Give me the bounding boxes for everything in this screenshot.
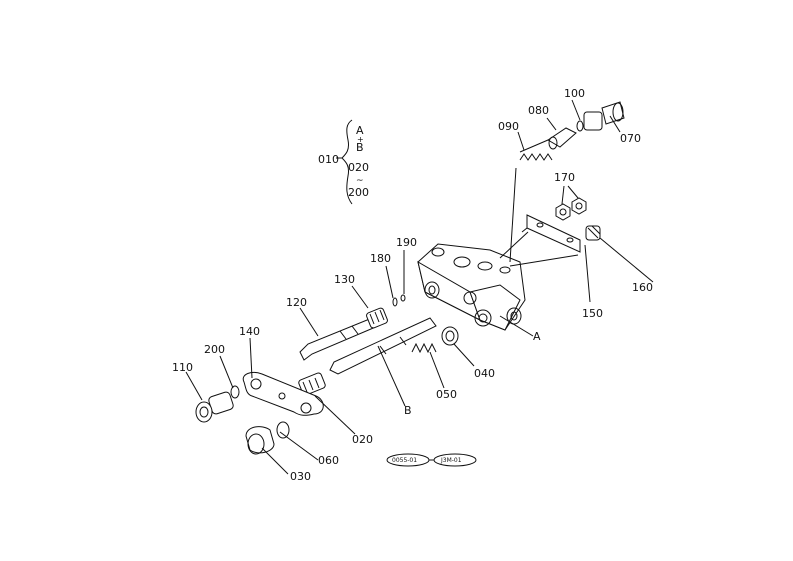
label-080: 080 xyxy=(528,104,549,117)
label-180: 180 xyxy=(370,252,391,265)
label-200: 200 xyxy=(204,343,225,356)
label-110: 110 xyxy=(172,361,193,374)
leader-lines xyxy=(185,99,654,475)
label-030: 030 xyxy=(290,470,311,483)
bracket-a: A xyxy=(356,124,364,137)
o-ring-200 xyxy=(230,385,240,399)
label-100: 100 xyxy=(564,87,585,100)
bracket-tilde: ~ xyxy=(356,176,364,186)
label-040: 040 xyxy=(474,367,495,380)
label-170: 170 xyxy=(554,171,575,184)
spring-130 xyxy=(366,307,388,329)
label-160: 160 xyxy=(632,281,653,294)
screw-160 xyxy=(585,225,601,241)
washers-180-190 xyxy=(392,294,406,307)
label-130: 130 xyxy=(334,273,355,286)
label-020: 020 xyxy=(352,433,373,446)
spool-b xyxy=(329,317,437,375)
label-120: 120 xyxy=(286,296,307,309)
o-ring-060 xyxy=(276,421,290,439)
footer-reference: 0055-01 J3M-01 xyxy=(386,453,477,467)
nuts-170 xyxy=(555,197,587,221)
spring-020 xyxy=(298,372,326,396)
label-150: 150 xyxy=(582,307,603,320)
cap-030 xyxy=(245,426,275,455)
label-050: 050 xyxy=(436,388,457,401)
cover-plate-150 xyxy=(521,214,581,253)
poppet-040 xyxy=(441,326,459,346)
ref-b: B xyxy=(404,404,412,417)
ref-a: A xyxy=(533,330,541,343)
label-140: 140 xyxy=(239,325,260,338)
label-010: 010 xyxy=(318,153,339,166)
plate-140 xyxy=(242,371,324,416)
label-070: 070 xyxy=(620,132,641,145)
label-020-bracket: 020 xyxy=(348,161,369,174)
part-labels: 010 A + B 020 ~ 200 070 080 090 100 170 … xyxy=(172,87,653,483)
label-200-bracket: 200 xyxy=(348,186,369,199)
label-190: 190 xyxy=(396,236,417,249)
footer-code-left: 0055-01 xyxy=(392,457,417,464)
bracket-plus: + xyxy=(357,135,364,144)
relief-valve-assembly xyxy=(519,101,625,161)
bracket-010 xyxy=(336,119,353,205)
label-090: 090 xyxy=(498,120,519,133)
label-060: 060 xyxy=(318,454,339,467)
plug-110 xyxy=(195,391,234,423)
spring-050 xyxy=(411,342,437,354)
bracket-b: B xyxy=(356,141,364,154)
valve-body xyxy=(417,243,526,331)
footer-code-right: J3M-01 xyxy=(440,457,462,464)
